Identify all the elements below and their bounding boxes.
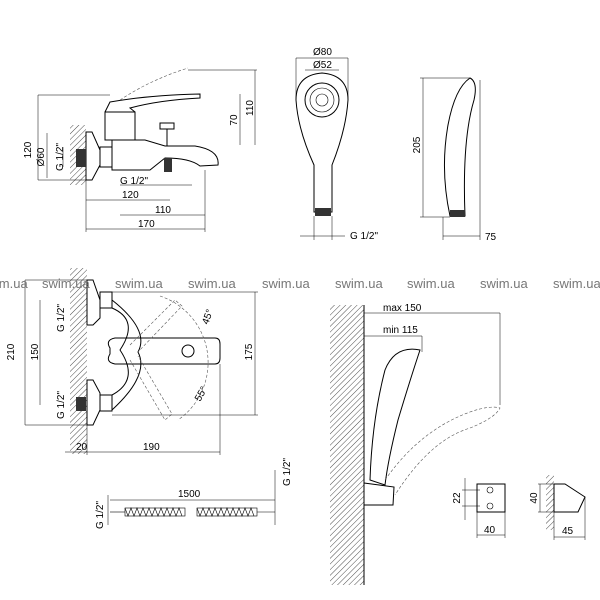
dim-175: 175 xyxy=(244,343,255,360)
dim-hose-length: 1500 xyxy=(178,489,201,500)
dim-75: 75 xyxy=(485,232,497,243)
dim-110-width: 110 xyxy=(155,205,171,216)
dim-110-height: 110 xyxy=(245,100,256,116)
dim-190: 190 xyxy=(143,442,160,453)
dim-d52: Ø52 xyxy=(313,60,332,71)
dim-d60: Ø60 xyxy=(36,147,47,166)
dim-g-half-hose-right: G 1/2" xyxy=(282,458,293,486)
watermark: swim.ua xyxy=(553,276,600,291)
watermark: swim.ua xyxy=(42,276,90,291)
watermark: swim.ua xyxy=(335,276,383,291)
shower-holder-view: max 150 min 115 22 40 40 45 xyxy=(330,303,586,585)
dim-d80: Ø80 xyxy=(313,47,332,58)
dim-205: 205 xyxy=(412,136,423,153)
dim-70: 70 xyxy=(229,114,240,126)
watermark: swim.ua xyxy=(115,276,163,291)
dim-40-width: 40 xyxy=(484,525,496,536)
shower-head-side-view: 205 75 xyxy=(412,77,497,243)
watermark: swim.ua xyxy=(480,276,528,291)
dim-g-half-bottom: G 1/2" xyxy=(56,391,67,419)
dim-20: 20 xyxy=(76,442,88,453)
watermark: swim.ua xyxy=(407,276,455,291)
dim-22: 22 xyxy=(452,492,463,504)
dim-40-height: 40 xyxy=(529,492,540,504)
dim-150: 150 xyxy=(30,343,41,360)
mixer-side-view: 120 Ø60 G 1/2" 70 110 G 1/2" 120 110 170 xyxy=(23,67,257,232)
dim-170: 170 xyxy=(138,219,155,230)
dim-120-width: 120 xyxy=(122,190,139,201)
angle-55: 55° xyxy=(193,385,210,404)
dim-min-115: min 115 xyxy=(383,325,418,336)
dim-g-half-outlet: G 1/2" xyxy=(120,176,148,187)
dim-45: 45 xyxy=(562,526,574,537)
angle-45: 45° xyxy=(200,308,216,326)
watermark-row: swim.ua swim.ua swim.ua swim.ua swim.ua … xyxy=(0,276,600,291)
dim-g-half-shower: G 1/2" xyxy=(350,231,378,242)
dim-g-half-inlet: G 1/2" xyxy=(55,143,66,171)
mixer-top-view: 210 150 175 G 1/2" G 1/2" 45° 55° 20 190 xyxy=(6,268,258,455)
dim-g-half-top: G 1/2" xyxy=(56,304,67,332)
dim-max-150: max 150 xyxy=(383,303,422,314)
watermark: swim.ua xyxy=(188,276,236,291)
watermark: swim.ua xyxy=(0,276,28,291)
dim-120-height: 120 xyxy=(23,141,34,158)
dim-g-half-hose-left: G 1/2" xyxy=(95,501,106,529)
watermark: swim.ua xyxy=(262,276,310,291)
shower-head-front-view: Ø80 Ø52 G 1/2" xyxy=(295,47,378,242)
shower-hose: 1500 G 1/2" G 1/2" xyxy=(95,458,293,529)
dim-210: 210 xyxy=(6,343,17,360)
